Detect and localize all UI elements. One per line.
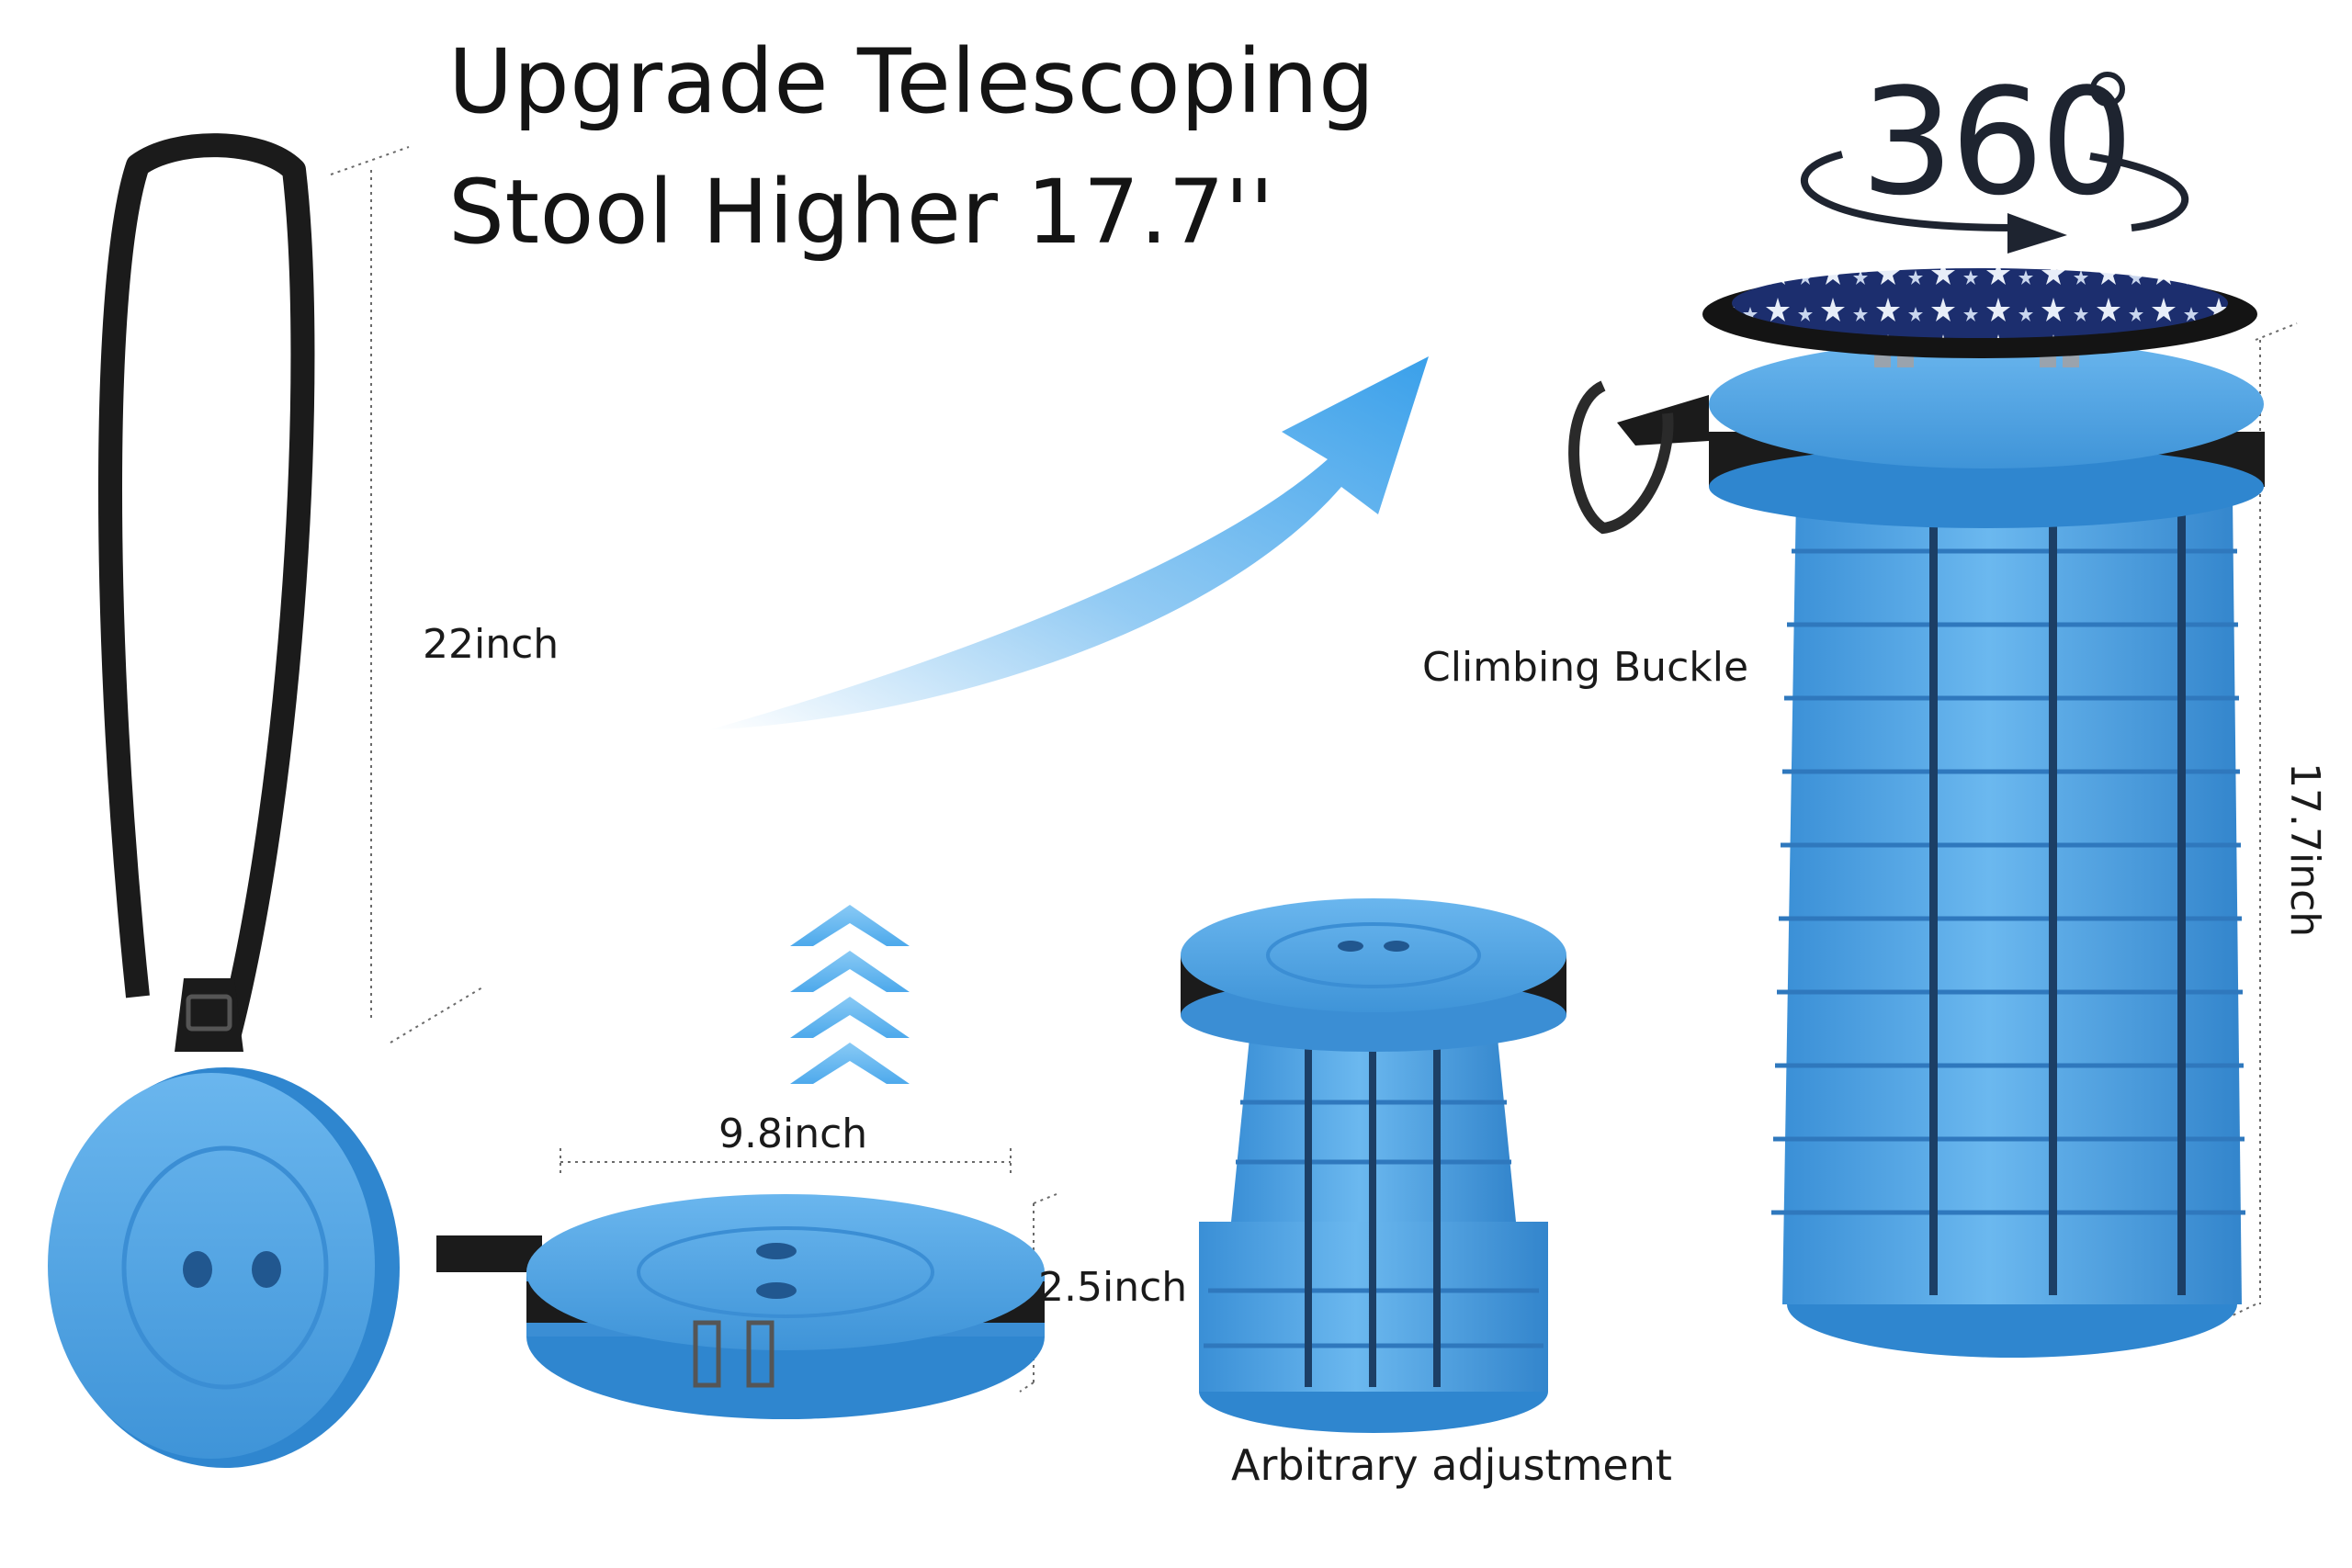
rotation-badge: 360 (1860, 56, 2133, 228)
degree-symbol (2090, 72, 2125, 107)
chevron-up-icons (790, 905, 910, 1084)
partial-stool (1181, 898, 1566, 1433)
growth-arrow (707, 356, 1429, 730)
hanging-stool (48, 133, 400, 1468)
folded-stool (436, 1194, 1045, 1419)
carabiner-label: Climbing Buckle (1422, 644, 1749, 691)
adjustment-label: Arbitrary adjustment (1231, 1440, 1672, 1490)
total-height-label: 22inch (423, 621, 560, 668)
headline-line-2: Stool Higher 17.7'' (448, 161, 1274, 264)
diameter-label: 9.8inch (718, 1111, 868, 1157)
folded-height-label: 2.5inch (1038, 1264, 1188, 1311)
extended-height-label: 17.7inch (2281, 762, 2328, 938)
headline-line-1: Upgrade Telescoping (448, 30, 1375, 133)
headline: Upgrade Telescoping Stool Higher 17.7'' (448, 17, 1375, 277)
extended-stool (1568, 151, 2265, 1358)
